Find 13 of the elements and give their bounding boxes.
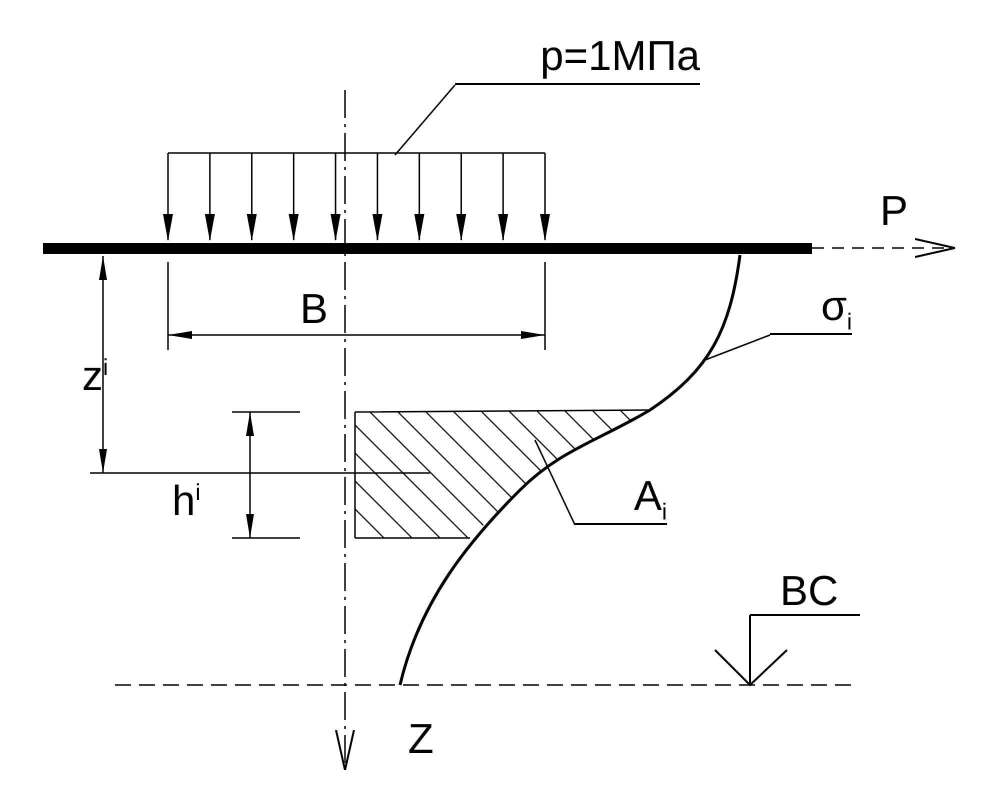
dimension-label: h$^{i}$: [172, 480, 200, 522]
load-label: p=1МПа: [540, 35, 700, 77]
leader-line: [534, 440, 576, 526]
leader-underline: [575, 478, 667, 525]
dimension-label: z$^{i}$: [82, 355, 108, 397]
leader-line: [704, 334, 770, 361]
water-level-label: BC: [780, 570, 838, 612]
leader-line: [394, 84, 456, 156]
axis-label: Z: [408, 718, 434, 760]
area-label: A$_{i}$: [634, 475, 667, 517]
stress-label: σ$_{i}$: [820, 285, 852, 327]
dimension-label: B: [300, 288, 328, 330]
force-label: P: [880, 190, 908, 232]
